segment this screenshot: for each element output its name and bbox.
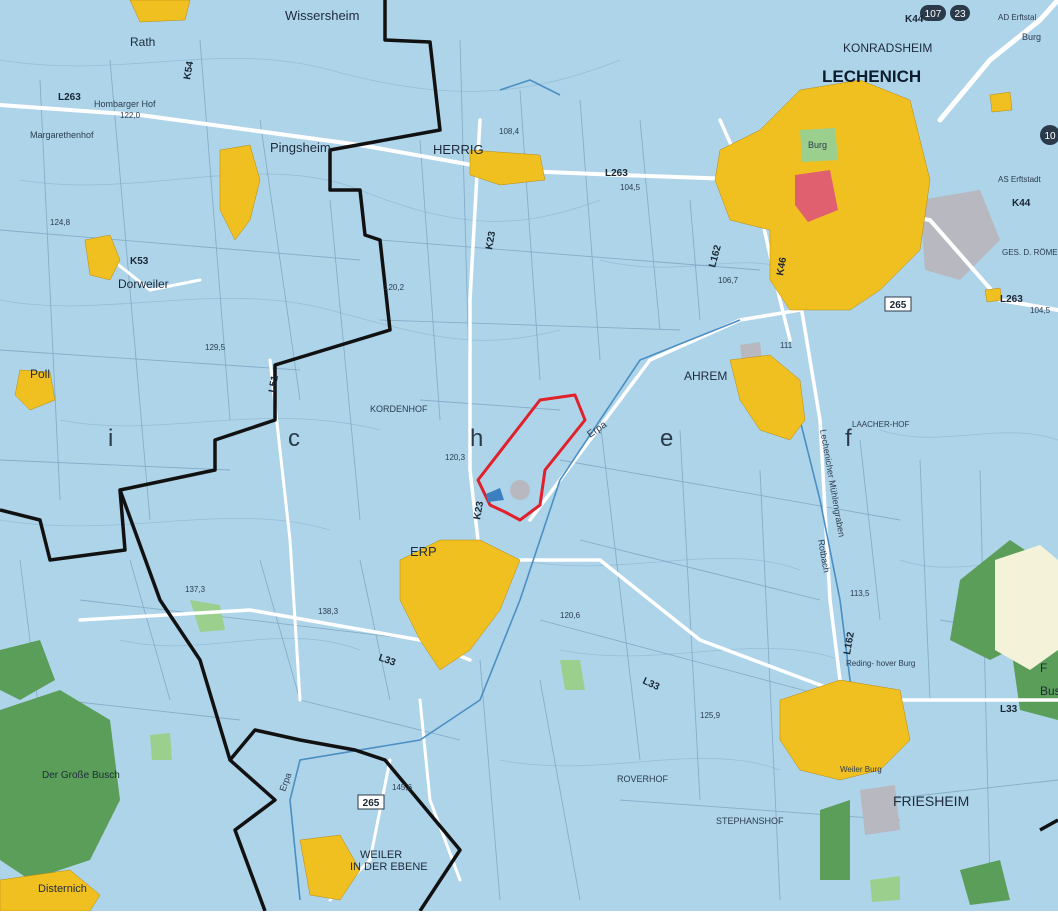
- label-lechenich: LECHENICH: [822, 67, 921, 86]
- road-k44-north: K44: [905, 14, 924, 25]
- label-laacher-hof: LAACHER-HOF: [852, 420, 909, 429]
- road-k23-north: K23: [484, 230, 498, 250]
- a1-10-badge: 10: [1044, 131, 1056, 142]
- label-redinghoven: Reding- hover Burg: [846, 659, 915, 668]
- label-dorweiler: Dorweiler: [118, 277, 169, 291]
- elevation-labels: 122,0 124,8 108,4 104,5 120,2 129,5 106,…: [50, 111, 1051, 792]
- road-k54: K54: [182, 60, 196, 80]
- label-busch-right: Bus: [1040, 684, 1058, 698]
- b265-north-badge: 265: [890, 300, 907, 311]
- svg-text:138,3: 138,3: [318, 607, 339, 616]
- big-letter-i: i: [108, 425, 113, 452]
- label-ahrem: AHREM: [684, 369, 727, 383]
- road-l263-southeast: L263: [1000, 294, 1023, 305]
- svg-text:129,5: 129,5: [205, 343, 226, 352]
- road-l162-south: L162: [842, 631, 857, 656]
- lechenich-burg-park: [800, 128, 838, 162]
- label-wissersheim: Wissersheim: [285, 8, 359, 23]
- road-l51: L51: [267, 374, 281, 393]
- svg-text:108,4: 108,4: [499, 127, 520, 136]
- svg-text:145,6: 145,6: [392, 783, 413, 792]
- label-in-der-ebene: IN DER EBENE: [350, 861, 428, 873]
- svg-text:120,6: 120,6: [560, 611, 581, 620]
- label-friesheim: FRIESHEIM: [893, 793, 969, 809]
- label-margarethenhof: Margarethenhof: [30, 130, 94, 140]
- road-l33-east: L33: [1000, 704, 1018, 715]
- label-erp: ERP: [410, 544, 437, 559]
- open-area: [995, 545, 1058, 670]
- label-burg-lechenich: Burg: [808, 140, 827, 150]
- road-k53: K53: [130, 256, 149, 267]
- big-letter-f: f: [845, 425, 852, 452]
- area-name-letters: i c h e f: [108, 425, 852, 452]
- label-pingsheim: Pingsheim: [270, 140, 331, 155]
- road-k46: K46: [775, 256, 789, 276]
- label-stephanshof: STEPHANSHOF: [716, 816, 784, 826]
- b265-south-badge: 265: [363, 798, 380, 809]
- road-labels: L263 L263 L263 K53 K54 K23 K23 L162 L162…: [58, 14, 1031, 715]
- svg-text:124,8: 124,8: [50, 218, 71, 227]
- lechenich-core: [795, 170, 838, 222]
- label-hombarger-hof: Hombarger Hof: [94, 99, 156, 109]
- small-pond: [486, 488, 504, 502]
- industrial-circle: [510, 480, 530, 500]
- label-f-right: F: [1040, 661, 1047, 675]
- marked-project-area[interactable]: [476, 393, 587, 522]
- road-l263-west: L263: [58, 92, 81, 103]
- svg-text:125,9: 125,9: [700, 711, 721, 720]
- label-konradsheim: KONRADSHEIM: [843, 41, 932, 55]
- label-burg-ne: Burg: [1022, 32, 1041, 42]
- label-der-grosse-busch: Der Große Busch: [42, 770, 120, 781]
- svg-text:106,7: 106,7: [718, 276, 739, 285]
- svg-text:120,3: 120,3: [445, 453, 466, 462]
- big-letter-e: e: [660, 425, 673, 452]
- big-letter-h: h: [470, 425, 483, 452]
- label-herrig: HERRIG: [433, 142, 484, 157]
- svg-text:104,5: 104,5: [1030, 306, 1051, 315]
- svg-text:111: 111: [780, 341, 793, 350]
- label-rath: Rath: [130, 35, 155, 49]
- big-letter-c: c: [288, 425, 300, 452]
- label-kordenhof: KORDENHOF: [370, 404, 428, 414]
- road-k23-south: K23: [472, 500, 486, 520]
- road-k44-east: K44: [1012, 198, 1031, 209]
- svg-text:113,5: 113,5: [850, 589, 870, 598]
- road-badges: 107 23 10 265 265: [357, 5, 1058, 810]
- road-l263-east: L263: [605, 168, 628, 179]
- svg-text:104,5: 104,5: [620, 183, 641, 192]
- label-ges-roemer: GES. D. RÖMER: [1002, 248, 1058, 257]
- a1-23-badge: 23: [954, 9, 966, 20]
- label-weiler: WEILER: [360, 849, 402, 861]
- a1-107-badge: 107: [925, 9, 942, 20]
- label-roverhof: ROVERHOF: [617, 774, 669, 784]
- label-weiler-burg: Weiler Burg: [840, 765, 882, 774]
- svg-text:137,3: 137,3: [185, 585, 206, 594]
- svg-text:122,0: 122,0: [120, 111, 141, 120]
- label-disternich: Disternich: [38, 883, 87, 895]
- svg-text:120,2: 120,2: [384, 283, 405, 292]
- label-ad-erftstal: AD Erftstal: [998, 13, 1036, 22]
- label-erftstadt: AS Erftstadt: [998, 175, 1041, 184]
- label-poll: Poll: [30, 367, 50, 381]
